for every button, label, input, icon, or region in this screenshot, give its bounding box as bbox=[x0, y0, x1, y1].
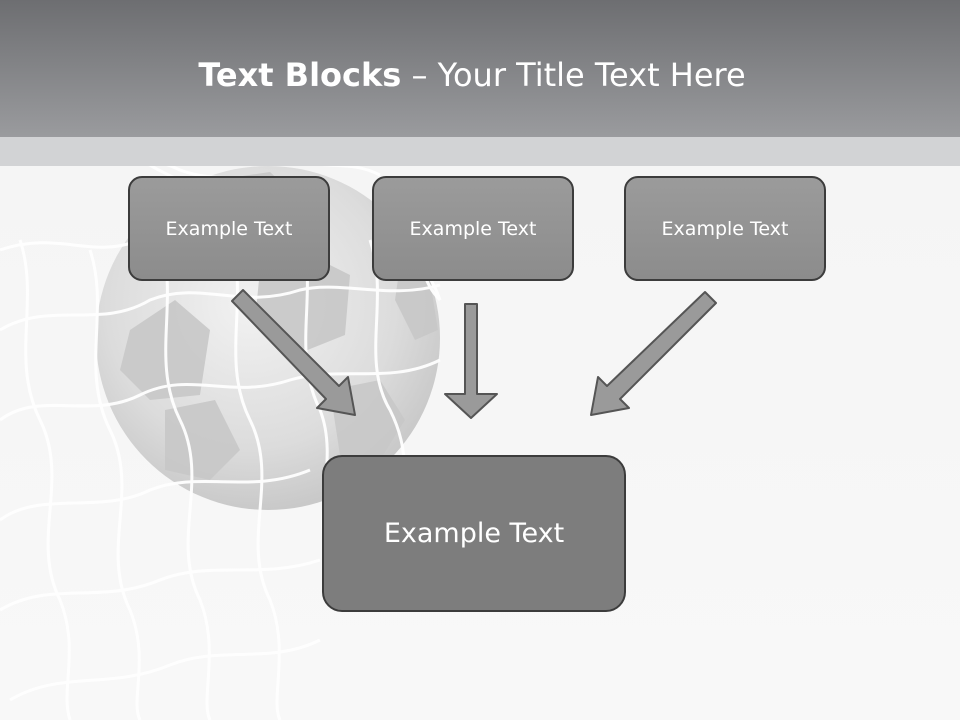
title-bold: Text Blocks bbox=[198, 56, 402, 94]
arrow-down[interactable] bbox=[444, 303, 498, 419]
text-block-1-label: Example Text bbox=[165, 217, 293, 240]
text-block-1[interactable]: Example Text bbox=[128, 176, 330, 281]
text-block-2-label: Example Text bbox=[409, 217, 537, 240]
title-rest: – Your Title Text Here bbox=[401, 56, 746, 94]
main-text-block-label: Example Text bbox=[383, 518, 565, 549]
slide-title[interactable]: Text Blocks – Your Title Text Here bbox=[0, 54, 944, 96]
main-text-block[interactable]: Example Text bbox=[322, 455, 626, 612]
title-stripe bbox=[0, 137, 960, 166]
text-block-2[interactable]: Example Text bbox=[372, 176, 574, 281]
arrow-down-left[interactable] bbox=[590, 291, 717, 416]
title-bar bbox=[0, 0, 960, 137]
arrow-down-right[interactable] bbox=[231, 289, 356, 416]
text-block-3[interactable]: Example Text bbox=[624, 176, 826, 281]
text-block-3-label: Example Text bbox=[661, 217, 789, 240]
